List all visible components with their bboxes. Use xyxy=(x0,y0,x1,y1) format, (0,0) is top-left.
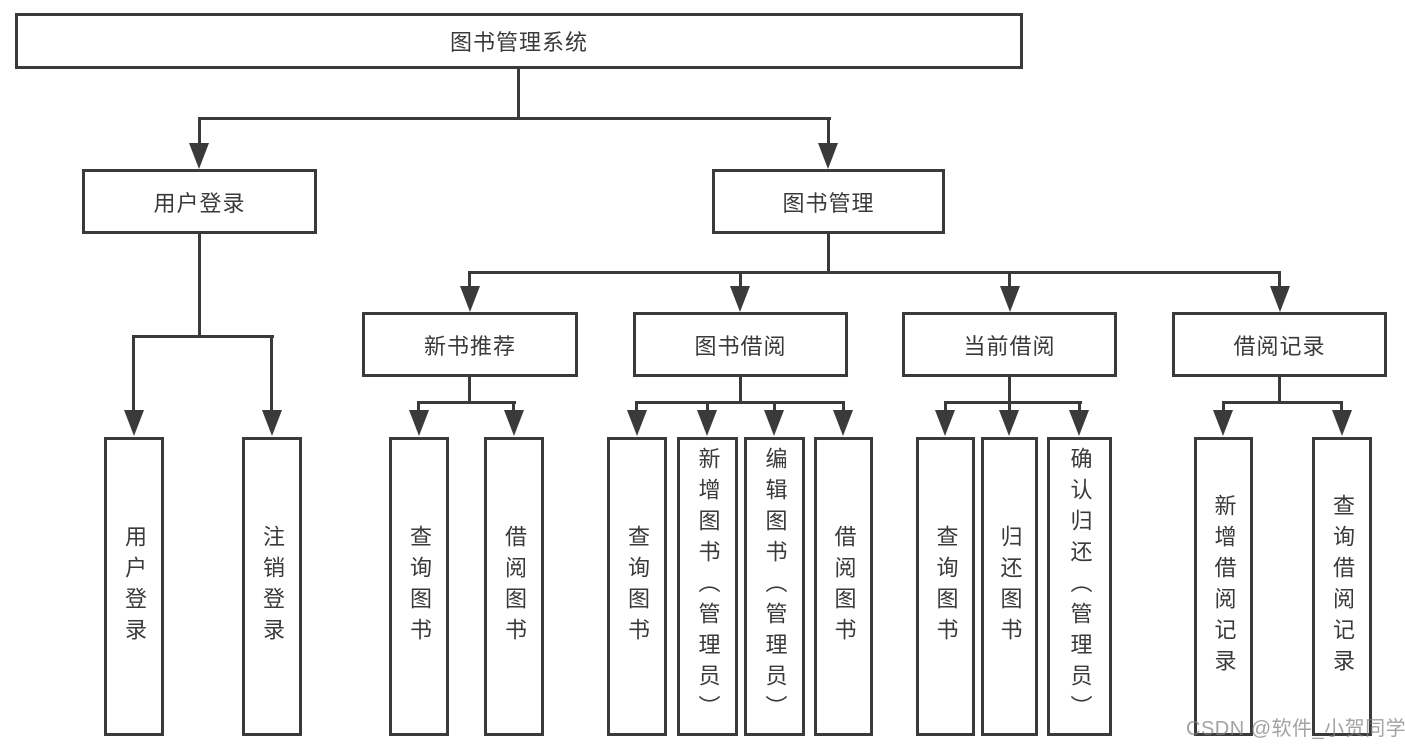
connector-stem-book-borrow xyxy=(739,271,742,292)
leaf-logout: 注销登录 xyxy=(242,437,302,736)
node-book-management: 图书管理 xyxy=(712,169,945,234)
connector-stem-leaf-login xyxy=(132,335,135,414)
leaf-borrow-books: 借阅图书 xyxy=(814,437,873,736)
connector-stem xyxy=(1340,401,1343,414)
leaf-add-book-admin-label: 新增图书（管理员） xyxy=(695,447,721,726)
node-user-login: 用户登录 xyxy=(82,169,317,234)
leaf-query-books-current: 查询图书 xyxy=(916,437,975,736)
node-new-book-recommend: 新书推荐 xyxy=(362,312,578,377)
node-new-book-recommend-label: 新书推荐 xyxy=(423,333,516,359)
connector-user-login-stem xyxy=(198,234,201,337)
node-root: 图书管理系统 xyxy=(15,13,1023,69)
arrowhead-icon xyxy=(409,410,429,436)
leaf-query-books-current-label: 查询图书 xyxy=(933,524,959,649)
connector-stem-leaf-logout xyxy=(270,335,273,414)
node-book-borrow-label: 图书借阅 xyxy=(694,333,787,359)
arrowhead-current-borrow-icon xyxy=(1000,286,1020,312)
csdn-watermark: CSDN @软件_小贺同学 xyxy=(1186,718,1405,740)
arrowhead-icon xyxy=(1213,410,1233,436)
connector-stem-new-book xyxy=(468,271,471,292)
connector-stem-book-management xyxy=(827,117,830,148)
arrowhead-icon xyxy=(764,410,784,436)
leaf-query-books-recommend: 查询图书 xyxy=(389,437,449,736)
arrowhead-icon xyxy=(935,410,955,436)
arrowhead-user-login-icon xyxy=(189,143,209,169)
arrowhead-icon xyxy=(697,410,717,436)
connector-user-login-rail xyxy=(132,335,274,338)
leaf-borrow-books-recommend: 借阅图书 xyxy=(484,437,544,736)
arrowhead-leaf-login-icon xyxy=(124,410,144,436)
arrowhead-icon xyxy=(999,410,1019,436)
leaf-borrow-books-label: 借阅图书 xyxy=(831,524,857,649)
connector-stem xyxy=(512,401,515,414)
arrowhead-leaf-logout-icon xyxy=(262,410,282,436)
connector-book-borrow-rail xyxy=(635,401,845,404)
arrowhead-book-management-icon xyxy=(818,143,838,169)
connector-stem xyxy=(635,401,638,414)
connector-stem-current-borrow xyxy=(1008,271,1011,292)
leaf-confirm-return-admin-label: 确认归还（管理员） xyxy=(1067,447,1093,726)
connector-borrow-records-stem xyxy=(1278,377,1281,403)
arrowhead-icon xyxy=(627,410,647,436)
node-user-login-label: 用户登录 xyxy=(153,190,246,216)
arrowhead-new-book-icon xyxy=(460,286,480,312)
leaf-edit-book-admin-label: 编辑图书（管理员） xyxy=(762,447,788,726)
connector-root-stem xyxy=(517,69,520,120)
arrowhead-icon xyxy=(1069,410,1089,436)
connector-stem xyxy=(944,401,947,414)
leaf-query-books-borrow: 查询图书 xyxy=(607,437,667,736)
connector-stem xyxy=(1078,401,1081,414)
connector-current-borrow-rail xyxy=(944,401,1082,404)
node-borrow-records: 借阅记录 xyxy=(1172,312,1387,377)
leaf-add-book-admin: 新增图书（管理员） xyxy=(677,437,738,736)
connector-new-book-rail xyxy=(417,401,516,404)
node-book-management-label: 图书管理 xyxy=(782,190,875,216)
connector-new-book-stem xyxy=(468,377,471,403)
node-current-borrow-label: 当前借阅 xyxy=(963,333,1056,359)
leaf-borrow-books-recommend-label: 借阅图书 xyxy=(502,524,527,649)
leaf-confirm-return-admin: 确认归还（管理员） xyxy=(1047,437,1112,736)
leaf-query-borrow-record: 查询借阅记录 xyxy=(1312,437,1372,736)
node-root-label: 图书管理系统 xyxy=(449,30,588,55)
connector-borrow-records-rail xyxy=(1222,401,1343,404)
leaf-add-borrow-record: 新增借阅记录 xyxy=(1194,437,1253,736)
connector-stem xyxy=(706,401,709,414)
leaf-return-book: 归还图书 xyxy=(981,437,1038,736)
connector-stem-borrow-records xyxy=(1278,271,1281,292)
node-borrow-records-label: 借阅记录 xyxy=(1233,333,1326,359)
connector-stem xyxy=(773,401,776,414)
arrowhead-borrow-records-icon xyxy=(1270,286,1290,312)
leaf-user-login-label: 用户登录 xyxy=(122,524,147,649)
node-book-borrow: 图书借阅 xyxy=(633,312,848,377)
leaf-return-book-label: 归还图书 xyxy=(997,524,1023,649)
connector-level2-rail xyxy=(198,117,831,120)
leaf-query-borrow-record-label: 查询借阅记录 xyxy=(1330,493,1355,680)
leaf-logout-label: 注销登录 xyxy=(260,524,285,649)
leaf-query-books-borrow-label: 查询图书 xyxy=(625,524,650,649)
connector-sections-rail xyxy=(468,271,1281,274)
connector-book-borrow-stem xyxy=(739,377,742,403)
leaf-query-books-recommend-label: 查询图书 xyxy=(407,524,432,649)
leaf-add-borrow-record-label: 新增借阅记录 xyxy=(1211,493,1237,680)
connector-stem xyxy=(1222,401,1225,414)
leaf-user-login: 用户登录 xyxy=(104,437,164,736)
arrowhead-icon xyxy=(1332,410,1352,436)
node-current-borrow: 当前借阅 xyxy=(902,312,1117,377)
leaf-edit-book-admin: 编辑图书（管理员） xyxy=(744,437,805,736)
arrowhead-icon xyxy=(833,410,853,436)
connector-book-management-stem xyxy=(827,234,830,273)
arrowhead-icon xyxy=(504,410,524,436)
connector-current-borrow-stem xyxy=(1008,377,1011,403)
connector-stem-user-login xyxy=(198,117,201,148)
arrowhead-book-borrow-icon xyxy=(730,286,750,312)
connector-stem xyxy=(1008,401,1011,414)
connector-stem xyxy=(842,401,845,414)
connector-stem xyxy=(417,401,420,414)
